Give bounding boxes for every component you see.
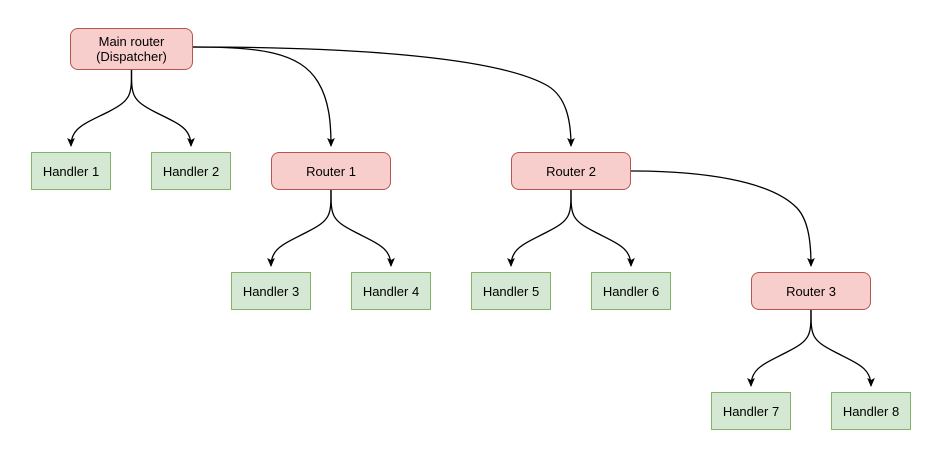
edge-router1-to-handler3 [267, 189, 332, 268]
edge-router2-to-router3 [630, 170, 815, 268]
edge-main-to-handler2 [130, 69, 195, 148]
edge-router3-to-handler8 [810, 309, 875, 388]
node-handler-4[interactable]: Handler 4 [351, 272, 431, 310]
edge-router1-to-handler4 [330, 189, 395, 268]
node-handler-2[interactable]: Handler 2 [151, 152, 231, 190]
node-label: Router 3 [786, 283, 836, 299]
edge-router2-to-handler5 [507, 189, 572, 268]
node-label: Handler 8 [842, 403, 900, 419]
node-main-router[interactable]: Main router (Dispatcher) [70, 28, 193, 70]
node-handler-6[interactable]: Handler 6 [591, 272, 671, 310]
edge-main-to-router1 [192, 46, 335, 148]
edge-main-to-router2 [192, 46, 575, 148]
node-handler-1[interactable]: Handler 1 [31, 152, 111, 190]
node-label: Handler 1 [42, 163, 100, 179]
node-handler-5[interactable]: Handler 5 [471, 272, 551, 310]
node-handler-7[interactable]: Handler 7 [711, 392, 791, 430]
node-label: Handler 4 [362, 283, 420, 299]
node-label: Router 1 [306, 163, 356, 179]
node-label: Handler 5 [482, 283, 540, 299]
node-label: Handler 3 [242, 283, 300, 299]
node-label: Handler 2 [162, 163, 220, 179]
edge-router3-to-handler7 [747, 309, 812, 388]
node-label: Handler 7 [722, 403, 780, 419]
node-router-1[interactable]: Router 1 [271, 152, 391, 190]
node-label: Router 2 [546, 163, 596, 179]
edge-main-to-handler1 [67, 69, 133, 148]
node-label: Main router (Dispatcher) [96, 34, 167, 64]
node-handler-3[interactable]: Handler 3 [231, 272, 311, 310]
node-label: Handler 6 [602, 283, 660, 299]
node-handler-8[interactable]: Handler 8 [831, 392, 911, 430]
node-router-3[interactable]: Router 3 [751, 272, 871, 310]
node-router-2[interactable]: Router 2 [511, 152, 631, 190]
edge-router2-to-handler6 [570, 189, 635, 268]
